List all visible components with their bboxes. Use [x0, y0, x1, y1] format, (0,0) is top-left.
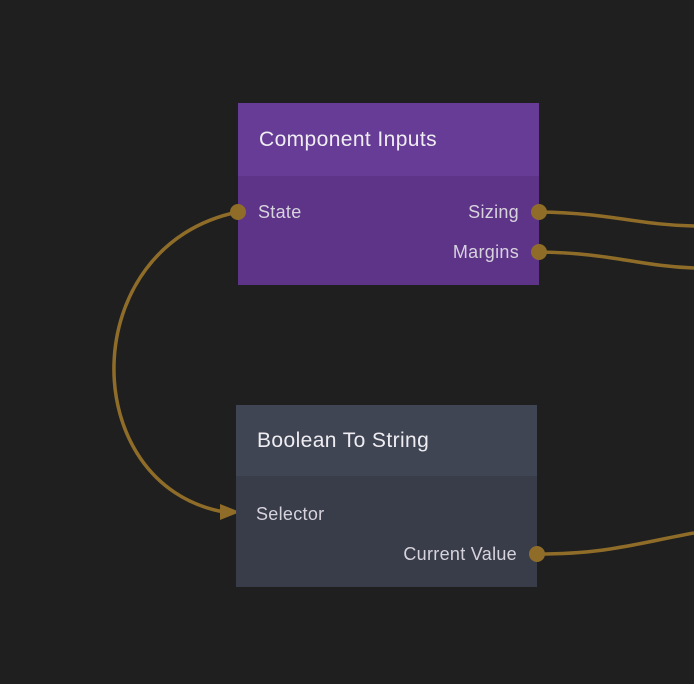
- wire-current-value-out[interactable]: [536, 531, 694, 556]
- port-label-margins: Margins: [452, 241, 519, 262]
- port-label-selector: Selector: [256, 503, 325, 524]
- wire-sizing-out[interactable]: [538, 210, 694, 228]
- node-body-boolean-to-string: Selector Current Value: [236, 476, 537, 587]
- node-title: Component Inputs: [259, 127, 438, 151]
- port-label-sizing: Sizing: [468, 201, 519, 222]
- port-dot-state[interactable]: [230, 204, 246, 220]
- node-component-inputs[interactable]: Component Inputs State Sizing Margins: [238, 103, 539, 285]
- node-body-component-inputs: State Sizing Margins: [238, 176, 539, 285]
- port-dot-current-value[interactable]: [529, 546, 545, 562]
- node-title: Boolean To String: [257, 428, 430, 452]
- node-header-component-inputs[interactable]: Component Inputs: [238, 103, 539, 176]
- port-row: State Sizing: [238, 192, 539, 232]
- port-dot-margins[interactable]: [531, 244, 547, 260]
- port-row: Margins: [238, 232, 539, 272]
- node-header-boolean-to-string[interactable]: Boolean To String: [236, 405, 537, 476]
- port-row: Current Value: [236, 534, 537, 574]
- port-label-state: State: [258, 201, 302, 222]
- wire-margins-out[interactable]: [538, 250, 694, 270]
- port-row: Selector: [236, 494, 537, 534]
- port-dot-sizing[interactable]: [531, 204, 547, 220]
- node-boolean-to-string[interactable]: Boolean To String Selector Current Value: [236, 405, 537, 587]
- wire-state-to-selector[interactable]: [112, 210, 239, 514]
- port-label-current-value: Current Value: [403, 543, 517, 564]
